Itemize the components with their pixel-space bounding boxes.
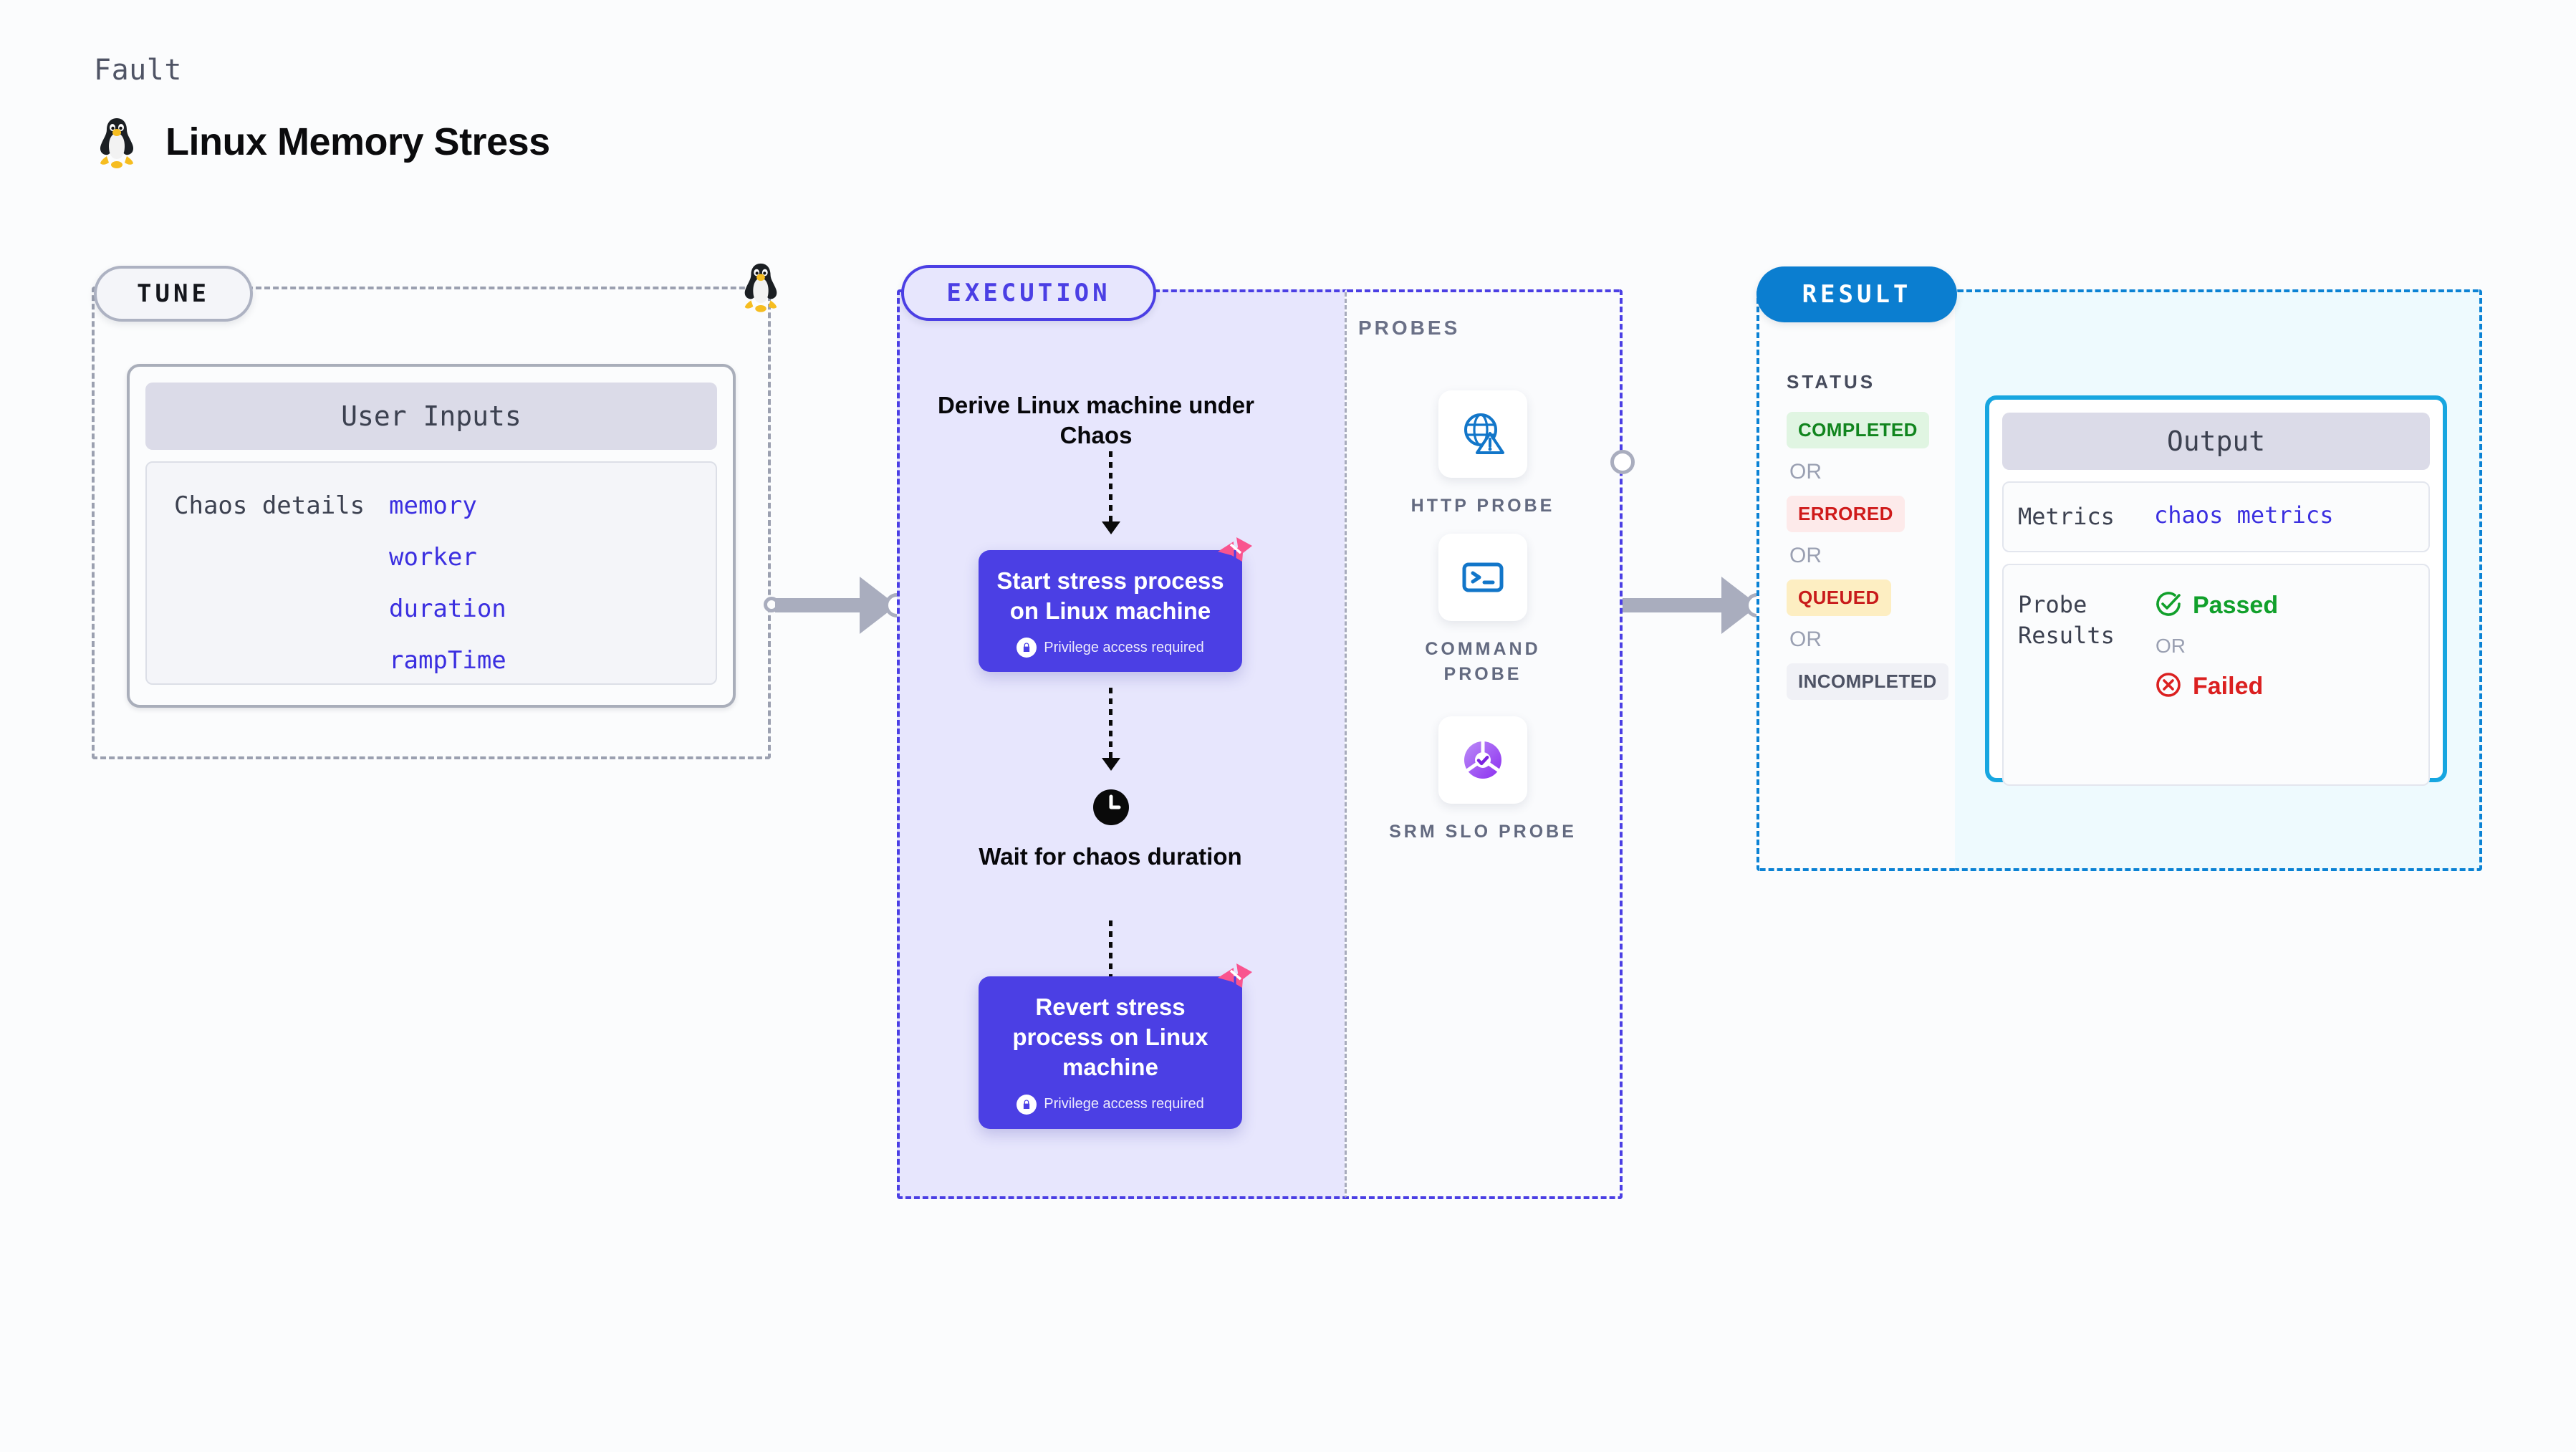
start-stress-step[interactable]: Start stress process on Linux machine Pr… [979, 537, 1252, 673]
lock-icon [1017, 1094, 1037, 1115]
status-badge-incompleted: INCOMPLETED [1787, 663, 1948, 700]
chaos-details-values: memory worker duration rampTime [389, 491, 506, 683]
tune-zone [92, 287, 771, 759]
status-title: STATUS [1787, 371, 1876, 393]
status-or-1: OR [1789, 460, 1822, 484]
probe-command-label: COMMAND PROBE [1425, 639, 1541, 684]
result-pill[interactable]: RESULT [1756, 266, 1957, 322]
execution-to-result-arrow [1623, 577, 1759, 634]
page-kicker: Fault [94, 54, 182, 87]
probes-title: PROBES [1358, 317, 1461, 339]
probe-results-values: Passed OR Failed [2154, 590, 2278, 703]
slo-donut-check-icon [1438, 716, 1527, 804]
probe-result-passed: Passed [2154, 590, 2278, 622]
probes-exit-node [1610, 450, 1635, 474]
user-inputs-title: User Inputs [145, 383, 717, 450]
status-list: COMPLETED OR ERRORED OR QUEUED OR INCOMP… [1787, 412, 1948, 700]
linux-tux-icon [94, 115, 140, 169]
page-title-row: Linux Memory Stress [94, 115, 550, 169]
status-or-2: OR [1789, 544, 1822, 567]
output-metrics-label: Metrics [2018, 503, 2115, 530]
probe-result-or: OR [2156, 635, 2186, 658]
page-title: Linux Memory Stress [165, 120, 550, 163]
input-ramptime: rampTime [389, 646, 506, 675]
lock-icon [1017, 638, 1037, 658]
start-stress-privilege: Privilege access required [1017, 638, 1204, 658]
chaos-details-body: Chaos details memory worker duration ram… [145, 461, 717, 685]
output-metrics-row: Metrics chaos metrics [2002, 481, 2430, 553]
status-badge-errored: ERRORED [1787, 496, 1905, 532]
probe-http-label: HTTP PROBE [1410, 496, 1555, 516]
execution-pill[interactable]: EXECUTION [901, 265, 1156, 321]
probe-srm-slo-label: SRM SLO PROBE [1389, 822, 1577, 842]
probe-result-failed-label: Failed [2193, 673, 2264, 701]
probe-http[interactable]: HTTP PROBE [1383, 390, 1583, 519]
probe-result-failed: Failed [2154, 670, 2278, 703]
flow-arrowhead-2 [1102, 758, 1120, 771]
revert-stress-step[interactable]: Revert stress process on Linux machine P… [979, 963, 1252, 1129]
flow-arrowhead-1 [1102, 521, 1120, 534]
status-or-3: OR [1789, 628, 1822, 651]
litmus-logo-icon [1215, 534, 1255, 570]
start-stress-title: Start stress process on Linux machine [996, 567, 1224, 625]
output-card: Output Metrics chaos metrics Probe Resul… [1985, 395, 2447, 787]
status-badge-queued: QUEUED [1787, 580, 1891, 616]
tune-to-execution-arrow [775, 577, 897, 634]
chaos-details-label: Chaos details [174, 491, 365, 520]
status-badge-completed: COMPLETED [1787, 412, 1929, 448]
wait-duration-label: Wait for chaos duration [979, 843, 1242, 870]
terminal-icon [1438, 534, 1527, 621]
probe-srm-slo[interactable]: SRM SLO PROBE [1383, 716, 1583, 845]
revert-stress-title: Revert stress process on Linux machine [1012, 994, 1208, 1081]
tune-pill[interactable]: TUNE [94, 266, 253, 322]
clock-icon [1093, 789, 1129, 825]
input-duration: duration [389, 595, 506, 623]
revert-stress-privilege-label: Privilege access required [1044, 1096, 1204, 1112]
output-probe-results-label: Probe Results [2018, 591, 2115, 650]
probe-command[interactable]: COMMAND PROBE [1383, 534, 1583, 686]
flow-connector-1 [1109, 451, 1112, 523]
output-title: Output [2002, 413, 2430, 470]
check-circle-icon [2154, 590, 2183, 622]
start-stress-privilege-label: Privilege access required [1044, 639, 1204, 655]
derive-machine-step: Derive Linux machine under Chaos [938, 392, 1254, 448]
input-worker: worker [389, 543, 477, 572]
probe-result-passed-label: Passed [2193, 592, 2279, 620]
globe-warning-icon [1438, 390, 1527, 478]
output-metrics-value: chaos metrics [2154, 501, 2334, 529]
flow-connector-3 [1109, 920, 1112, 985]
user-inputs-card: User Inputs Chaos details memory worker … [127, 364, 736, 708]
litmus-logo-icon [1215, 961, 1255, 996]
output-probe-results-row: Probe Results Passed OR [2002, 564, 2430, 787]
x-circle-icon [2154, 670, 2183, 703]
input-memory: memory [389, 491, 477, 520]
revert-stress-privilege: Privilege access required [1017, 1094, 1204, 1115]
linux-tux-icon [739, 260, 783, 313]
flow-connector-2 [1109, 688, 1112, 759]
